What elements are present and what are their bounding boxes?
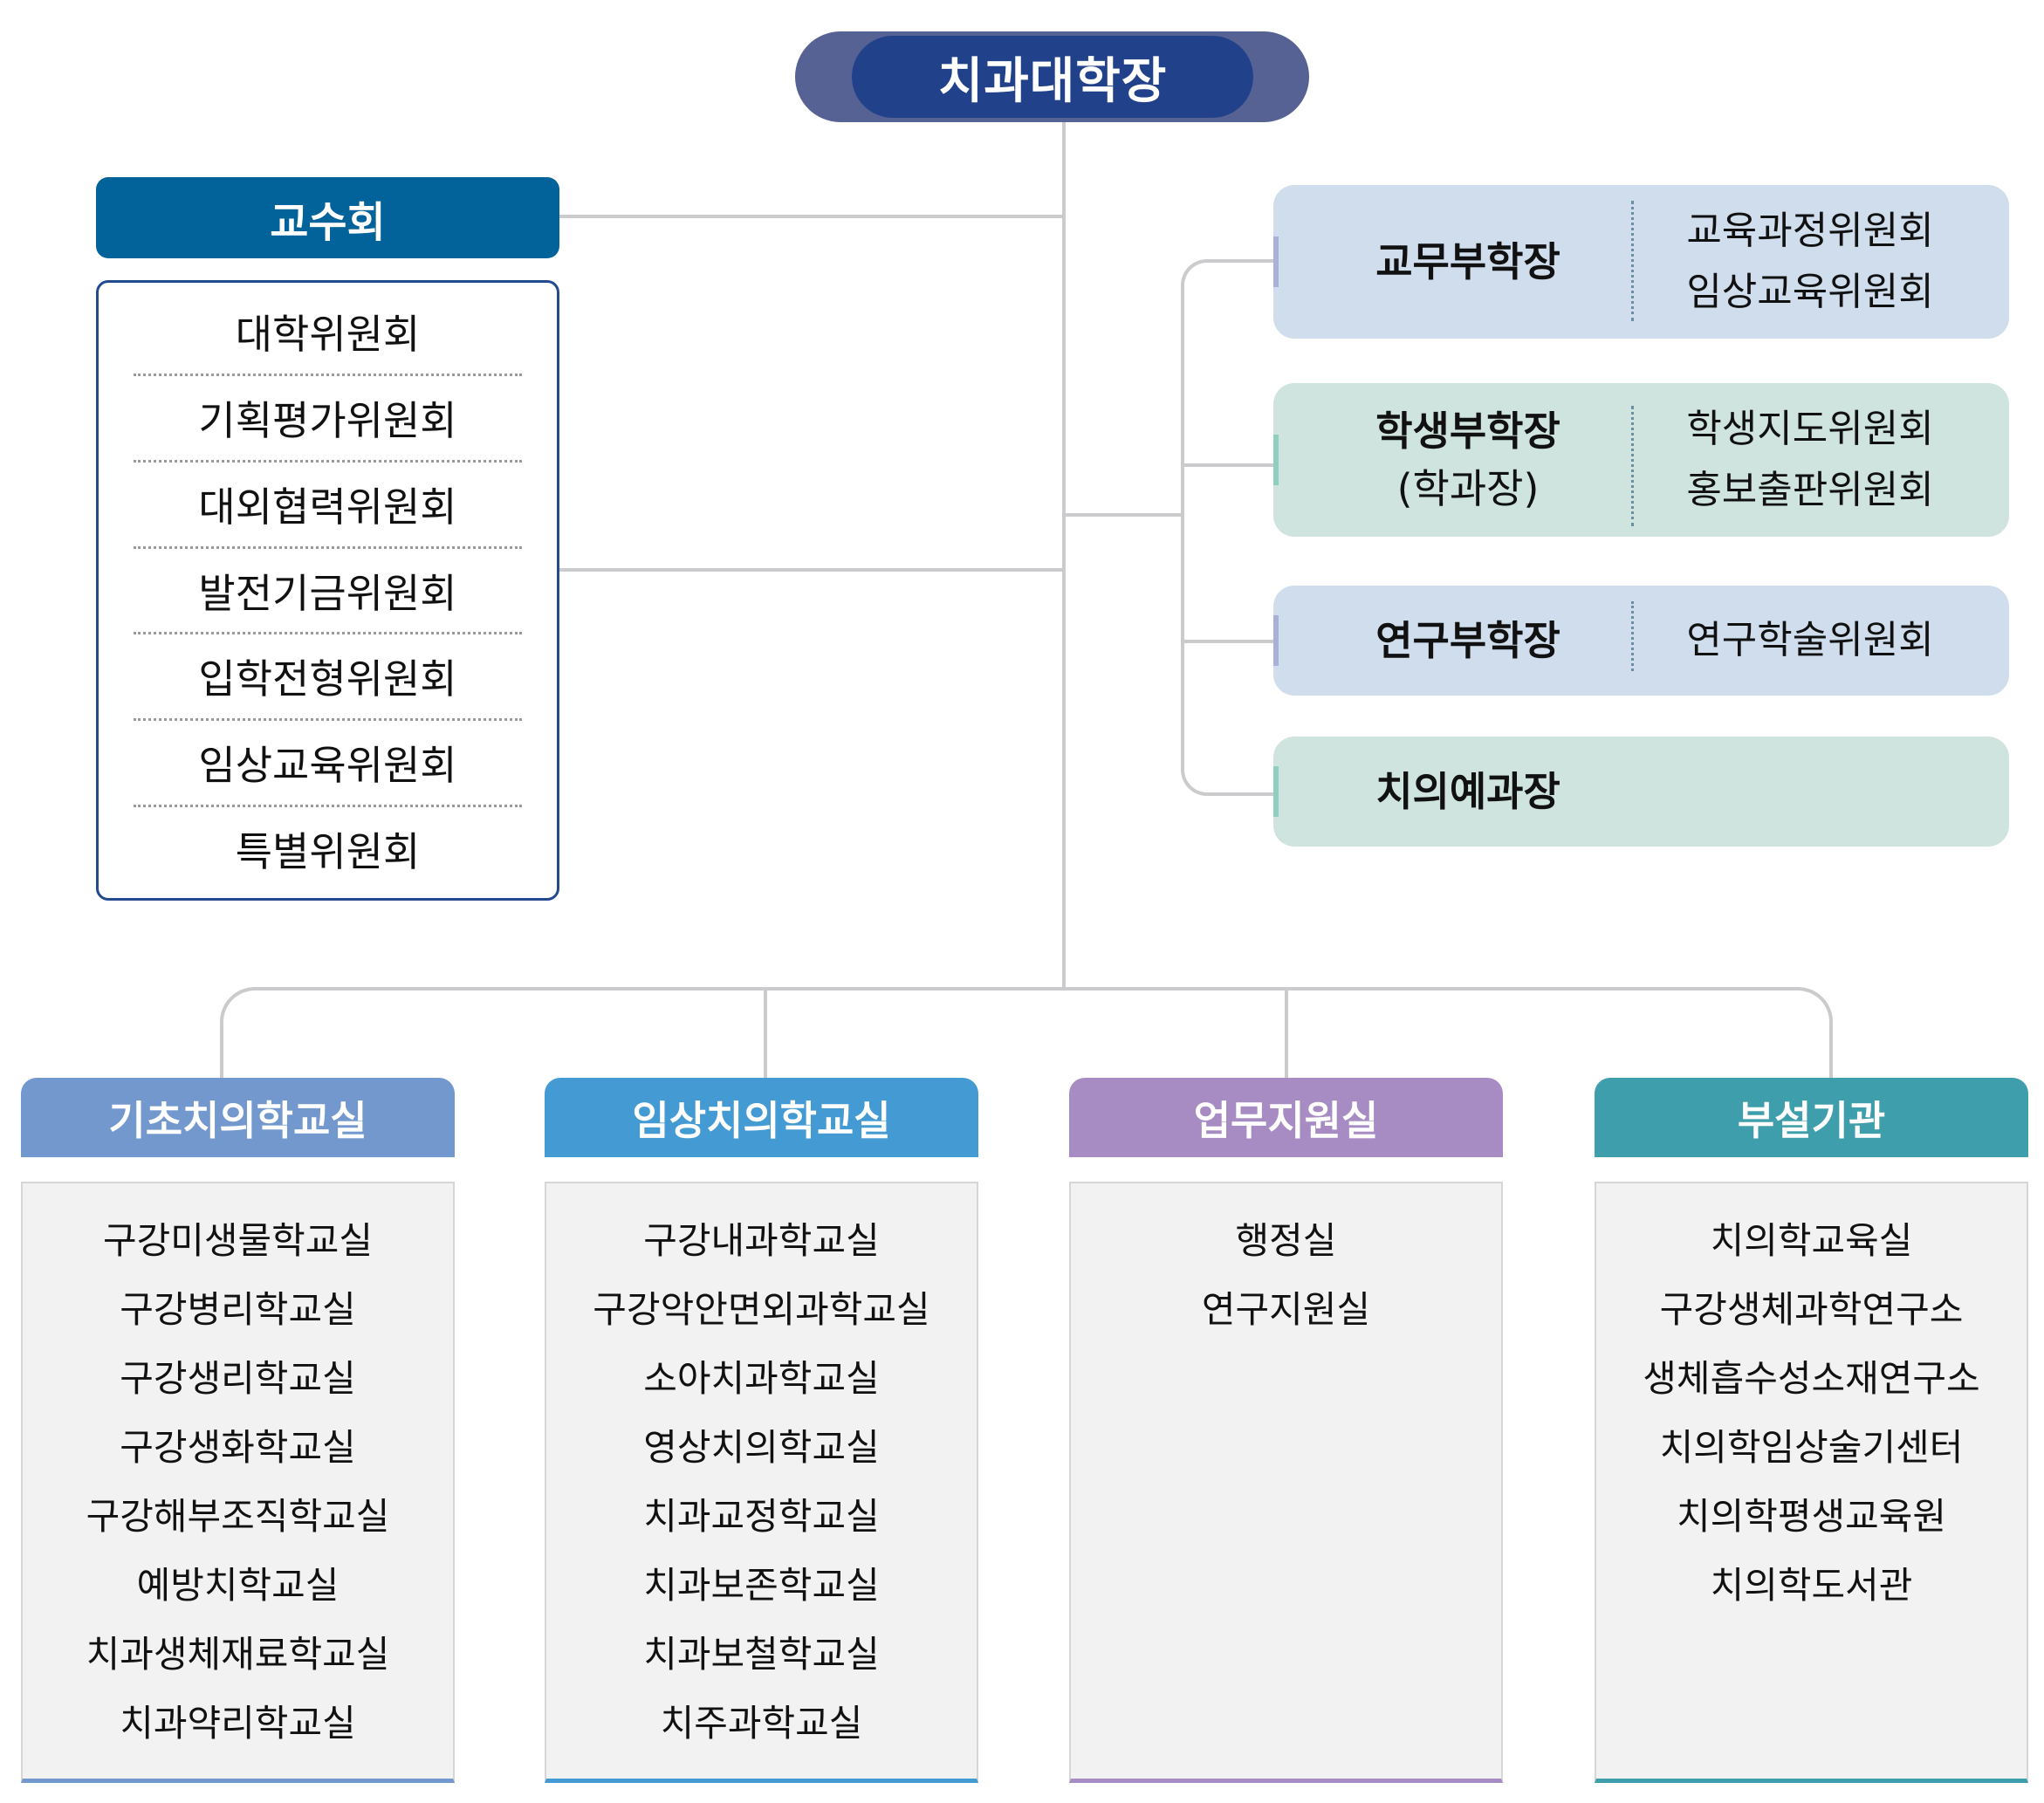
- department-item[interactable]: 구강생화학교실: [120, 1426, 356, 1469]
- vice-dean-title: 교무부학장: [1375, 237, 1560, 285]
- column-header-affiliated[interactable]: 부설기관: [1595, 1078, 2028, 1157]
- dotted-divider: [1631, 601, 1634, 671]
- dotted-divider: [1631, 406, 1634, 526]
- department-item[interactable]: 치과교정학교실: [643, 1495, 880, 1538]
- department-item[interactable]: 소아치과학교실: [643, 1357, 880, 1400]
- department-item[interactable]: 치의학도서관: [1710, 1564, 1913, 1607]
- premed-chair[interactable]: 치의예과장: [1273, 737, 2009, 847]
- accent-bar: [1273, 615, 1279, 666]
- main-trunk-line: [1062, 122, 1066, 989]
- department-item[interactable]: 구강내과학교실: [643, 1219, 880, 1262]
- department-item[interactable]: 영상치의학교실: [643, 1426, 880, 1469]
- committee-item[interactable]: 홍보출판위원회: [1686, 468, 1934, 512]
- vice-dean-academic[interactable]: 교무부학장 교육과정위원회 임상교육위원회: [1273, 185, 2009, 339]
- department-item[interactable]: 치과생체재료학교실: [86, 1633, 390, 1676]
- vice-dean-student[interactable]: 학생부학장 (학과장) 학생지도위원회 홍보출판위원회: [1273, 383, 2009, 537]
- vice-dean-branch-connector: [1064, 513, 1183, 517]
- faculty-council-header[interactable]: 교수회: [96, 177, 559, 258]
- council-list-connector: [559, 568, 1064, 572]
- vice-dean-title: 학생부학장: [1375, 407, 1560, 455]
- department-item[interactable]: 구강미생물학교실: [102, 1219, 374, 1262]
- committee-item[interactable]: 교육과정위원회: [1686, 209, 1934, 253]
- committee-list: 연구학술위원회: [1657, 610, 1963, 671]
- department-item[interactable]: 치의학교육실: [1710, 1219, 1913, 1262]
- column-header-clinical[interactable]: 임상치의학교실: [545, 1078, 978, 1157]
- accent-bar: [1273, 435, 1279, 485]
- committee-item[interactable]: 임상교육위원회: [1686, 270, 1934, 314]
- column-body-clinical: 구강내과학교실 구강악안면외과학교실 소아치과학교실 영상치의학교실 치과교정학…: [545, 1182, 978, 1783]
- vice-dean-title-wrap: 학생부학장 (학과장): [1361, 402, 1575, 518]
- bottom-bus-right-curve: [1779, 987, 1833, 1078]
- drop-line-support: [1285, 989, 1288, 1078]
- committee-item[interactable]: 임상교육위원회: [134, 721, 522, 808]
- vice-dean-branch-bottom-curve: [1181, 761, 1273, 796]
- department-item[interactable]: 구강해부조직학교실: [86, 1495, 390, 1538]
- bottom-bus-left-curve: [220, 987, 272, 1078]
- department-item[interactable]: 구강생리학교실: [120, 1357, 356, 1400]
- committee-item[interactable]: 특별위원회: [235, 828, 421, 876]
- committee-list: 학생지도위원회 홍보출판위원회: [1657, 399, 1963, 521]
- vice-dean-branch-vertical: [1181, 292, 1184, 764]
- committee-item[interactable]: 대외협력위원회: [134, 463, 522, 549]
- accent-bar: [1273, 237, 1279, 287]
- department-item[interactable]: 치과약리학교실: [120, 1702, 356, 1745]
- dean-title[interactable]: 치과대학장: [852, 36, 1253, 118]
- department-item[interactable]: 구강생체과학연구소: [1659, 1288, 1964, 1331]
- committee-item[interactable]: 기획평가위원회: [134, 376, 522, 463]
- committee-list: 교육과정위원회 임상교육위원회: [1657, 201, 1963, 323]
- department-item[interactable]: 구강악안면외과학교실: [593, 1288, 930, 1331]
- drop-line-clinical: [764, 989, 767, 1078]
- column-body-affiliated: 치의학교육실 구강생체과학연구소 생체흡수성소재연구소 치의학임상술기센터 치의…: [1595, 1182, 2028, 1783]
- column-body-support: 행정실 연구지원실: [1069, 1182, 1503, 1783]
- column-body-basic: 구강미생물학교실 구강병리학교실 구강생리학교실 구강생화학교실 구강해부조직학…: [21, 1182, 455, 1783]
- column-header-basic[interactable]: 기초치의학교실: [21, 1078, 455, 1157]
- column-header-support[interactable]: 업무지원실: [1069, 1078, 1503, 1157]
- department-item[interactable]: 생체흡수성소재연구소: [1643, 1357, 1980, 1400]
- department-item[interactable]: 연구지원실: [1201, 1288, 1371, 1331]
- vice-dean-2-connector: [1183, 463, 1273, 467]
- department-item[interactable]: 예방치학교실: [136, 1564, 340, 1607]
- committee-item[interactable]: 연구학술위원회: [1686, 618, 1934, 662]
- department-item[interactable]: 치과보철학교실: [643, 1633, 880, 1676]
- department-item[interactable]: 치의학임상술기센터: [1659, 1426, 1964, 1469]
- vice-dean-research[interactable]: 연구부학장 연구학술위원회: [1273, 586, 2009, 696]
- vice-dean-title: 연구부학장: [1375, 616, 1560, 664]
- vice-dean-3-connector: [1183, 640, 1273, 643]
- department-item[interactable]: 치주과학교실: [660, 1702, 863, 1745]
- department-item[interactable]: 행정실: [1235, 1219, 1337, 1262]
- committee-item[interactable]: 대학위원회: [134, 290, 522, 376]
- bottom-bus-line: [271, 987, 1780, 991]
- vice-dean-title: 치의예과장: [1375, 767, 1560, 815]
- department-item[interactable]: 구강병리학교실: [120, 1288, 356, 1331]
- vice-dean-subtitle: (학과장): [1396, 465, 1540, 513]
- dotted-divider: [1631, 201, 1634, 321]
- department-item[interactable]: 치의학평생교육원: [1676, 1495, 1947, 1538]
- accent-bar: [1273, 766, 1279, 817]
- department-item[interactable]: 치과보존학교실: [643, 1564, 880, 1607]
- committee-item[interactable]: 발전기금위원회: [134, 549, 522, 635]
- committee-item[interactable]: 입학전형위원회: [134, 634, 522, 722]
- vice-dean-branch-top-curve: [1181, 259, 1273, 294]
- council-committee-list: 대학위원회 기획평가위원회 대외협력위원회 발전기금위원회 입학전형위원회 임상…: [96, 280, 559, 901]
- committee-item[interactable]: 학생지도위원회: [1686, 407, 1934, 451]
- council-connector: [559, 215, 1064, 218]
